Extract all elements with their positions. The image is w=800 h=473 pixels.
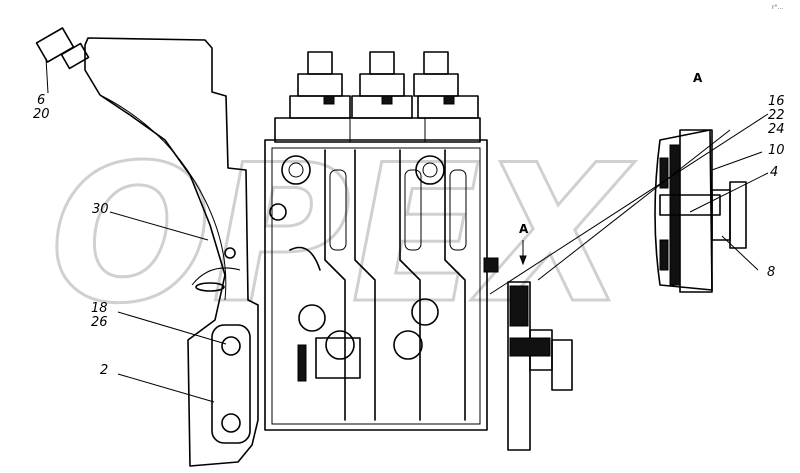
callout-22: 22 — [768, 108, 785, 123]
callout-16: 16 — [768, 94, 785, 109]
delivery-valve-holders — [289, 51, 479, 119]
view-a-detail — [654, 129, 747, 293]
section-arrow-a — [519, 240, 527, 266]
section-marker-label: A — [519, 222, 529, 236]
plunger-section — [269, 149, 499, 421]
callout-30: 30 — [92, 202, 109, 217]
drive-hub — [507, 281, 573, 451]
callout-26: 26 — [91, 315, 108, 330]
oil-level-slot — [191, 267, 241, 286]
view-title-label: A — [693, 71, 703, 85]
watermark: OPEX — [50, 124, 636, 345]
callout-20: 20 — [33, 107, 50, 122]
corner-mark: r°... — [772, 4, 783, 11]
callout-18: 18 — [91, 301, 108, 316]
callout-10: 10 — [768, 143, 785, 158]
callout-6: 6 — [37, 93, 45, 108]
leader-lines — [45, 57, 769, 403]
callout-8: 8 — [767, 265, 775, 280]
callout-4: 4 — [770, 165, 778, 180]
mounting-bracket — [211, 324, 251, 444]
fitting-top-left — [35, 27, 90, 70]
vent-hole — [224, 247, 236, 259]
callout-2: 2 — [100, 363, 108, 378]
callout-24: 24 — [768, 122, 785, 137]
